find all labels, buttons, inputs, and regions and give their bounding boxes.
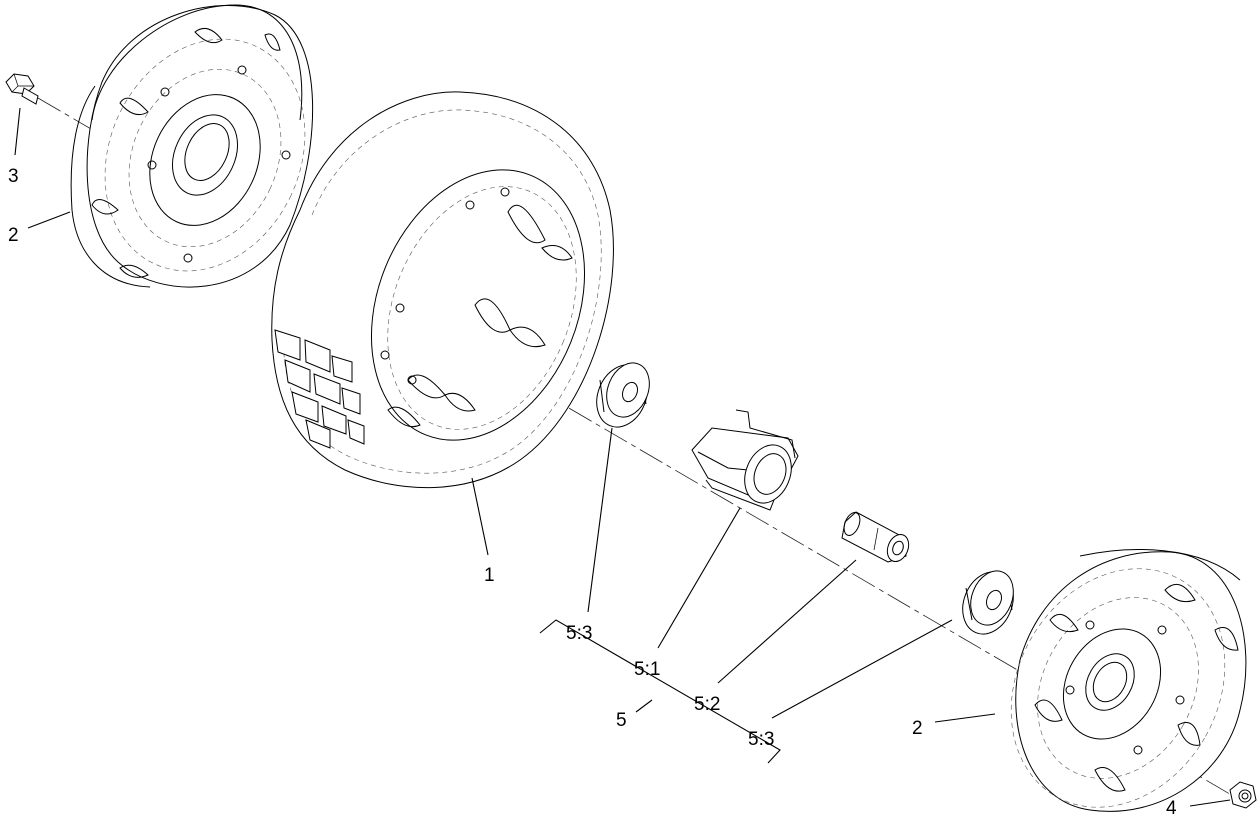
hub-right <box>1010 549 1247 812</box>
label-2-right: 2 <box>912 718 923 739</box>
kit-bracket <box>539 619 781 764</box>
leader-5-3-bottom <box>771 619 953 719</box>
nut <box>1229 781 1257 809</box>
label-2-left: 2 <box>8 225 19 246</box>
label-5-1: 5:1 <box>634 659 660 680</box>
leader-5-1 <box>657 507 741 649</box>
leader-5-2 <box>717 559 857 684</box>
leader-2-left <box>27 211 71 229</box>
label-5-3-top: 5:3 <box>566 623 592 644</box>
leader-3 <box>14 107 21 156</box>
bolt <box>5 73 39 105</box>
washer-top <box>596 362 650 428</box>
spacer <box>841 511 910 563</box>
tire <box>271 91 614 489</box>
leader-2-right <box>934 713 996 723</box>
label-5: 5 <box>616 710 627 731</box>
leader-5-3-top <box>587 427 613 613</box>
hub-left <box>70 4 314 288</box>
bearing-housing <box>691 409 799 511</box>
label-5-3-bottom: 5:3 <box>748 729 774 750</box>
label-1: 1 <box>484 565 495 586</box>
label-5-2: 5:2 <box>694 694 720 715</box>
label-4: 4 <box>1166 798 1177 819</box>
leader-5 <box>635 699 653 713</box>
label-3: 3 <box>8 166 19 187</box>
leader-4 <box>1189 799 1231 807</box>
washer-bottom <box>962 570 1014 635</box>
leader-1 <box>471 477 489 556</box>
